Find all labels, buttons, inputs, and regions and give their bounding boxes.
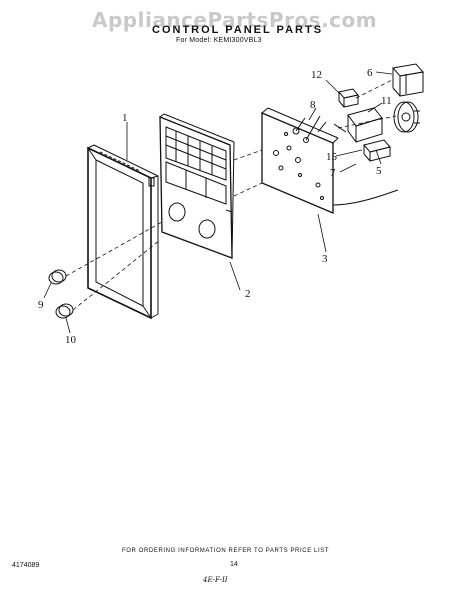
component-12-part [338, 88, 359, 108]
callout-12: 12 [311, 69, 322, 81]
callout-7: 7 [330, 167, 336, 179]
diagram-title: CONTROL PANEL PARTS [152, 24, 324, 36]
callout-6: 6 [367, 67, 373, 79]
mounting-plate-part [261, 107, 339, 214]
wire-lead [332, 189, 399, 206]
ordering-info-footer: FOR ORDERING INFORMATION REFER TO PARTS … [122, 548, 330, 554]
alignment-lines [65, 79, 397, 311]
model-line: For Model: KEMI300VBL3 [176, 37, 262, 44]
page-number: 14 [230, 561, 238, 568]
callout-3: 3 [322, 253, 328, 265]
callout-11: 11 [381, 95, 392, 107]
callout-8: 8 [310, 99, 316, 111]
component-15-part [363, 139, 391, 162]
knob-9-part [48, 269, 67, 285]
callout-15: 15 [326, 151, 338, 163]
door-frame-part [87, 144, 159, 320]
leader-lines [43, 71, 393, 334]
knob-10-part [55, 303, 74, 319]
motor-part [393, 101, 420, 133]
site-watermark: AppliancePartsPros.com [92, 8, 378, 32]
control-panel-part [159, 113, 235, 259]
handwritten-code: 4E-F-II [203, 576, 228, 584]
callout-5: 5 [376, 165, 382, 177]
callout-2: 2 [245, 288, 251, 300]
document-number: 4174089 [12, 562, 40, 569]
switch-assembly-part [292, 115, 347, 143]
callout-10: 10 [65, 334, 77, 346]
component-6-part [392, 63, 424, 97]
callout-9: 9 [38, 299, 44, 311]
callout-1: 1 [122, 112, 128, 124]
